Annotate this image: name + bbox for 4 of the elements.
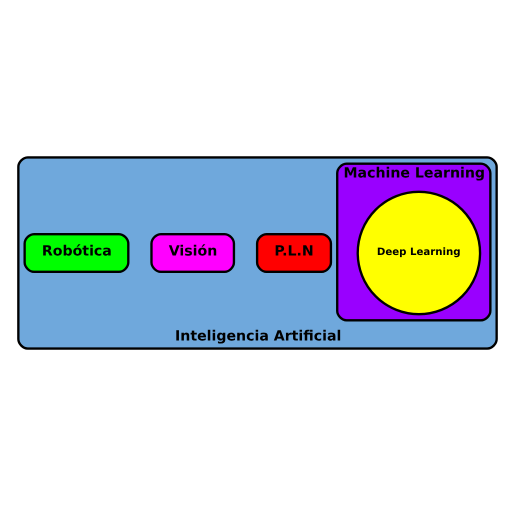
node-box: Robótica bbox=[23, 232, 130, 274]
node-box: P.L.N bbox=[256, 232, 332, 274]
node-circle: Deep Learning bbox=[356, 190, 482, 316]
node-box: Visión bbox=[150, 232, 236, 274]
